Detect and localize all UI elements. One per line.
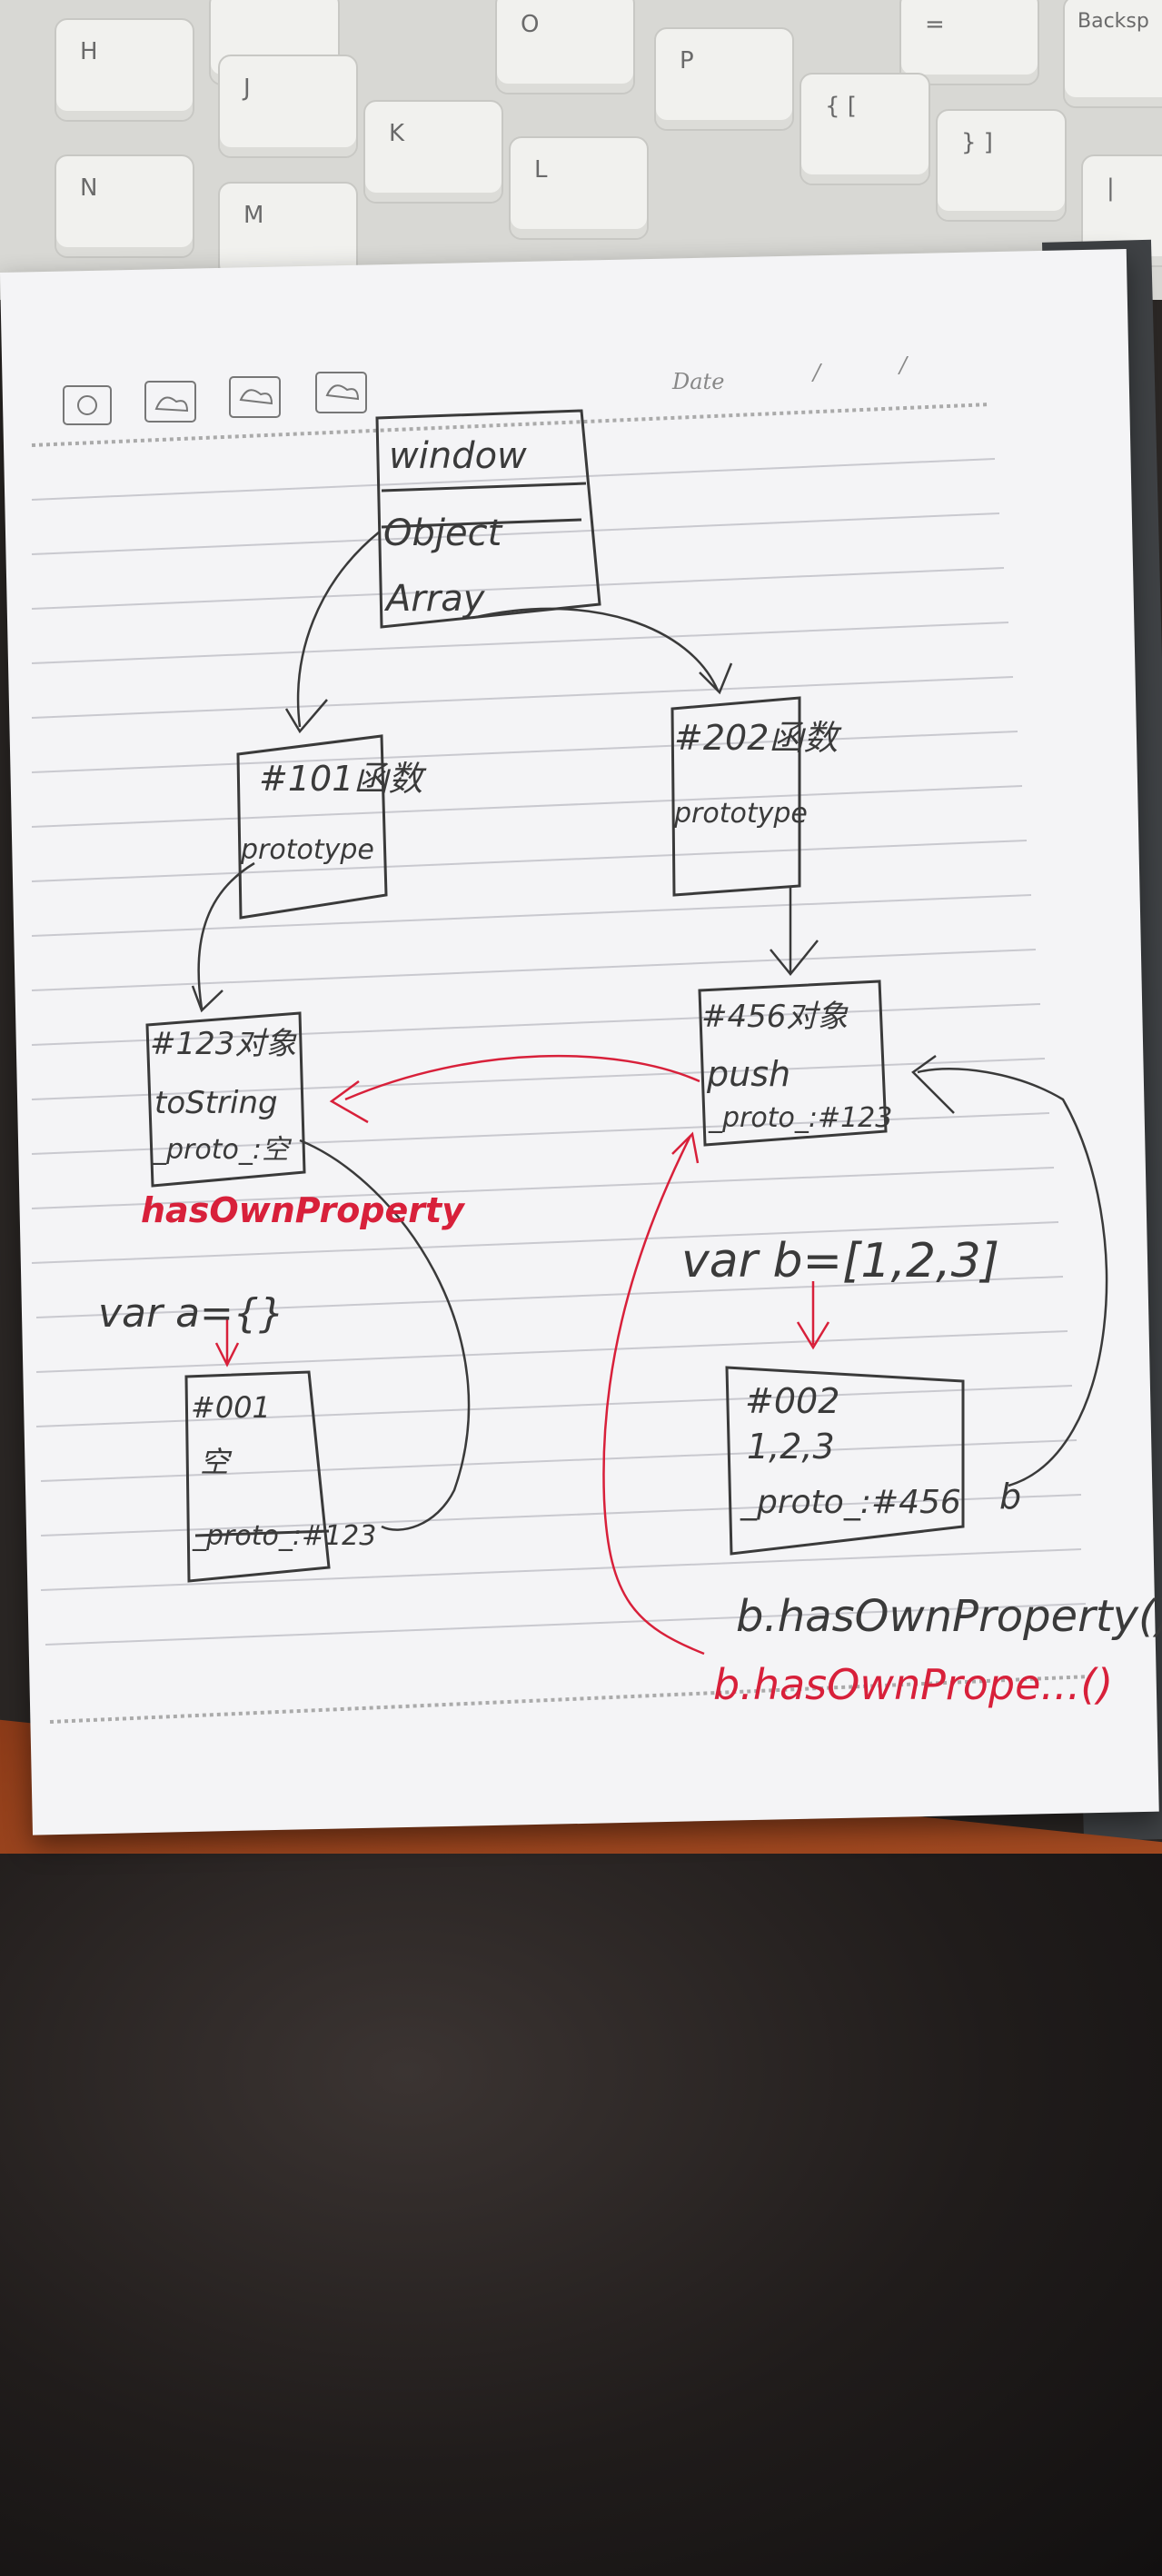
func-101-prototype: prototype [240, 834, 374, 866]
b-call-to-456-red-arrow [602, 1135, 705, 1656]
black-arrows [191, 531, 1108, 1531]
date-slash-2: / [898, 353, 909, 378]
obj-001-title: #001 [191, 1390, 271, 1425]
b-call-black: b.hasOwnProperty() [736, 1591, 1162, 1642]
ruled-lines [31, 403, 1091, 1724]
date-field: Date / / [671, 353, 909, 394]
002-to-456-arrow [917, 1068, 1108, 1487]
key-bracket-open: { [ [799, 73, 930, 185]
obj-456-proto: _proto_:#123 [708, 1102, 892, 1134]
obj-456-title: #456对象 [701, 999, 849, 1035]
obj-123-proto: _proto_:空 [152, 1134, 293, 1166]
key-l: L [509, 136, 649, 240]
boxes [145, 409, 965, 1583]
storm-icon [315, 372, 367, 413]
func-101-title: #101函数 [259, 759, 427, 799]
keyboard: H O P = Backsp J K L { [ } ] N M | [0, 0, 1162, 300]
obj-001-box [184, 1370, 331, 1583]
cloudy-icon [144, 381, 196, 423]
b-label: b [999, 1477, 1021, 1517]
obj-002-proto: _proto_:#456 [740, 1484, 961, 1521]
obj-123-tostring: toString [154, 1085, 278, 1121]
weather-icons [63, 372, 367, 425]
obj-001-empty: 空 [200, 1445, 233, 1479]
date-slash-1: / [811, 360, 823, 385]
001-to-123-arrow [299, 1139, 471, 1531]
func-202-title: #202函数 [674, 718, 842, 758]
black-text: window Object Array #101函数 prototype #20… [98, 435, 1162, 1642]
array-to-202-arrow [472, 607, 720, 691]
dark-foreground [0, 1854, 1162, 2576]
obj-123-title: #123对象 [150, 1026, 297, 1062]
obj-456-push: push [706, 1054, 790, 1094]
key-j: J [218, 55, 358, 158]
window-row-array: Array [383, 578, 486, 620]
func-202-prototype: prototype [673, 798, 808, 830]
obj-002-values: 1,2,3 [747, 1427, 835, 1467]
key-k: K [363, 100, 503, 204]
var-b-statement: var b=[1,2,3] [681, 1234, 999, 1288]
456-to-123-red-arrow [344, 1054, 700, 1101]
date-label: Date [671, 369, 724, 394]
window-row-object: Object [383, 512, 503, 554]
window-title: window [389, 435, 527, 477]
red-text: hasOwnProperty b.hasOwnPrope...() [141, 1190, 1113, 1709]
sun-icon [63, 385, 112, 425]
101-to-123-arrow [197, 861, 255, 1010]
key-o: O [495, 0, 635, 94]
var-b-red-arrow [796, 1281, 830, 1350]
key-backspace: Backsp [1063, 0, 1162, 108]
object-to-101-arrow [296, 531, 381, 728]
var-a-statement: var a={} [98, 1290, 284, 1337]
has-own-property-label: hasOwnProperty [141, 1190, 466, 1230]
key-n: N [55, 154, 194, 258]
rain-icon [229, 376, 281, 418]
window-box [375, 409, 601, 629]
func-202-box [670, 696, 801, 897]
key-h: H [55, 18, 194, 122]
b-call-red: b.hasOwnPrope...() [713, 1660, 1113, 1709]
obj-456-box [698, 980, 888, 1147]
obj-001-proto: _proto_:#123 [192, 1520, 376, 1552]
obj-123-box [145, 1011, 306, 1188]
key-bracket-close: } ] [936, 109, 1067, 222]
func-101-box [236, 734, 388, 920]
key-equals: = [899, 0, 1039, 85]
red-arrows [214, 1054, 830, 1656]
key-p: P [654, 27, 794, 131]
obj-002-box [725, 1366, 965, 1556]
var-a-red-arrow [214, 1318, 240, 1368]
obj-002-title: #002 [745, 1381, 839, 1421]
